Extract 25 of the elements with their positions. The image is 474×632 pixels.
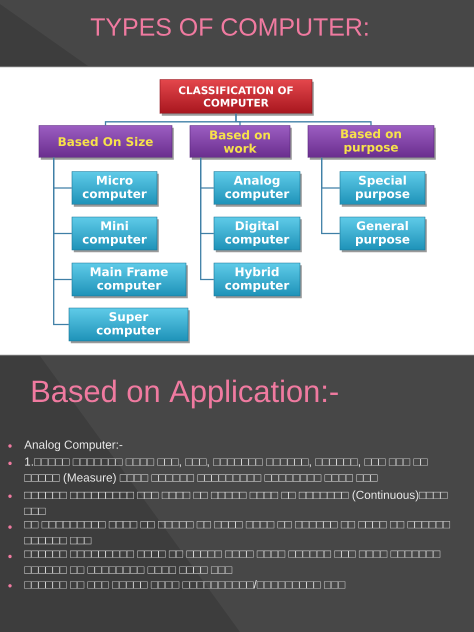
connector-line [53,158,69,326]
type-box: Super computer [68,308,190,344]
category-box: Based On Size [38,125,174,160]
type-box: Hybrid computer [214,262,302,298]
bullet-text: □□ □□□□□□□□□ □□□□ □□ □□□□□ □□ □□□□ □□□□ □□ □□□□□□ □□ □□□□ □□ □□□□□□ □□□□□□ □□□ [24,521,450,544]
type-box: Mini computer [72,216,159,252]
bullet-text: 1.□□□□□ □□□□□□□ □□□□ □□□, □□□, □□□□□□□ □□□□□□, □□□□□□, □□□ □□□ □□ □□□□□ (Measure) □□□□ □□□□□□ □□□□□□□□□ □□□□□□□□ □□□□ □□□ [24,458,428,484]
connector-line [235,114,372,126]
type-box: Micro computer [72,171,159,207]
type-box: Special purpose [340,171,427,207]
slide-title: TYPES OF COMPUTER: [90,18,368,36]
type-box: Main Frame computer [72,262,188,298]
bullet-text: Analog Computer:- [24,440,122,452]
connector-line [200,158,214,280]
section-heading: Based on Application:- [32,380,338,408]
connector-line [321,158,340,234]
type-box: Analog computer [214,171,302,207]
bullet-text: □□□□□□ □□□□□□□□□ □□□□ □□ □□□□□ □□□□ □□□□ □□□□□□ □□□ □□□□ □□□□□□□ □□□□□□ □□ □□□□□□□□ □□□□ □□□□ □□□ [24,550,440,574]
bullet-text: □□□□□□ □□□□□□□□□ □□□ □□□□ □□ □□□□□ □□□□ □□ □□□□□□□ (Continuous)□□□□ □□□ [24,490,448,515]
heading-box: CLASSIFICATION OF COMPUTER [160,79,314,116]
type-box: General purpose [340,216,427,252]
category-box: Based on purpose [308,125,436,160]
category-box: Based on work [190,125,292,160]
bullet-text: □□□□□□ □□ □□□ □□□□□ □□□□ □□□□□□□□□□/□□□□□□□□□ □□□ [24,580,346,589]
type-box: Digital computer [214,216,302,252]
